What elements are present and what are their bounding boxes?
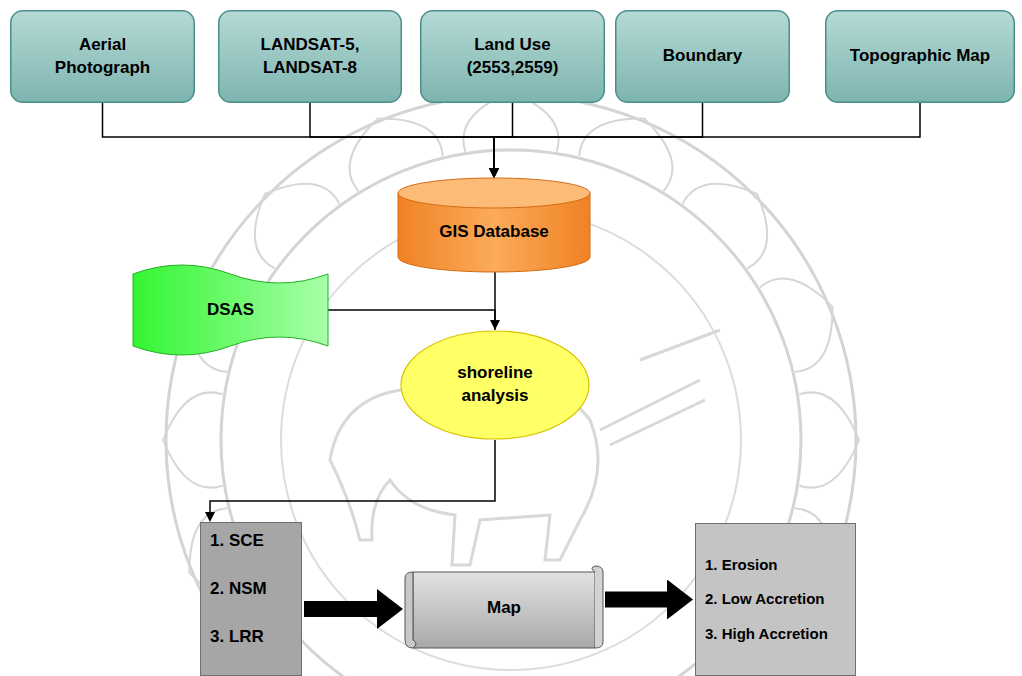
connector-line xyxy=(310,103,494,168)
tool-flag: DSAS xyxy=(133,265,328,355)
database-cylinder: GIS Database xyxy=(398,178,590,272)
node-outline xyxy=(420,10,605,103)
box-outline xyxy=(826,11,1015,103)
node-outline xyxy=(218,10,402,103)
scroll-body xyxy=(413,572,595,648)
list-item: 2. Low Accretion xyxy=(705,589,828,609)
connector-line xyxy=(494,103,920,168)
cylinder-top xyxy=(398,178,590,208)
node-label: Map xyxy=(487,597,521,620)
node-outline xyxy=(400,330,590,440)
node-label: Land Use (2553,2559) xyxy=(450,34,575,80)
lotus-petal xyxy=(163,392,223,487)
connector-line xyxy=(494,103,703,168)
node-content: Map xyxy=(487,597,521,620)
block-arrow xyxy=(605,592,667,608)
node-content: shoreline analysis xyxy=(448,362,543,408)
list-item: 1. SCE xyxy=(210,530,267,553)
node-content: GIS Database xyxy=(439,207,549,244)
input-box: Topographic Map xyxy=(825,10,1015,103)
emblem-ring xyxy=(281,210,741,670)
lotus-petal xyxy=(579,118,672,191)
node-label: GIS Database xyxy=(439,221,549,244)
node-label: Topographic Map xyxy=(850,45,990,68)
lotus-petal xyxy=(350,118,443,191)
input-box: Land Use (2553,2559) xyxy=(420,10,605,103)
node-label: Boundary xyxy=(663,45,742,68)
node-content: LANDSAT-5, LANDSAT-8 xyxy=(250,34,370,80)
box-outline xyxy=(616,11,790,103)
connector-line xyxy=(328,310,495,320)
emblem-ring xyxy=(166,95,856,676)
ellipse-outline xyxy=(401,331,589,439)
input-box: LANDSAT-5, LANDSAT-8 xyxy=(218,10,402,103)
method-list-box: 1. SCE 2. NSM 3. LRR xyxy=(200,522,302,676)
result-list-box: 1. Erosion 2. Low Accretion 3. High Accret… xyxy=(695,523,856,676)
box-outline xyxy=(421,11,605,103)
list-item: 1. Erosion xyxy=(705,555,828,575)
node-label: Aerial Photograph xyxy=(43,34,163,80)
map-scroll: Map xyxy=(405,566,603,650)
node-outline xyxy=(10,10,195,103)
lotus-petal xyxy=(760,279,833,372)
box-outline xyxy=(11,11,195,103)
list-item: 3. LRR xyxy=(210,626,267,649)
lotus-petal xyxy=(683,184,768,269)
scroll-curl xyxy=(405,572,416,648)
node-content: DSAS xyxy=(207,299,254,322)
node-content: Boundary xyxy=(663,45,742,68)
box-outline xyxy=(219,11,402,103)
connector-line xyxy=(494,103,513,168)
list-item: 2. NSM xyxy=(210,578,267,601)
scroll-curl xyxy=(592,566,603,648)
node-content: Topographic Map xyxy=(850,45,990,68)
node-label: DSAS xyxy=(207,299,254,322)
node-label: LANDSAT-5, LANDSAT-8 xyxy=(250,34,370,80)
node-content: Aerial Photograph xyxy=(43,34,163,80)
block-arrow xyxy=(304,601,377,617)
lotus-petal xyxy=(255,184,340,269)
input-box: Boundary xyxy=(615,10,790,103)
node-content: 1. Erosion 2. Low Accretion 3. High Accret… xyxy=(695,555,828,644)
node-content: 1. SCE 2. NSM 3. LRR xyxy=(200,530,267,649)
connector-line xyxy=(103,103,495,168)
connector-line xyxy=(210,440,495,512)
box-outline xyxy=(201,523,302,676)
node-label: shoreline analysis xyxy=(448,362,543,408)
node-content: Land Use (2553,2559) xyxy=(450,34,575,80)
emblem-spears xyxy=(600,330,720,445)
process-ellipse: shoreline analysis xyxy=(400,330,590,440)
flag-outline xyxy=(133,265,328,355)
lotus-petal xyxy=(799,392,859,487)
connector-line xyxy=(494,272,496,330)
input-box: Aerial Photograph xyxy=(10,10,195,103)
lotus-petals xyxy=(163,92,859,676)
list-item: 3. High Accretion xyxy=(705,624,828,644)
box-outline xyxy=(696,524,856,676)
